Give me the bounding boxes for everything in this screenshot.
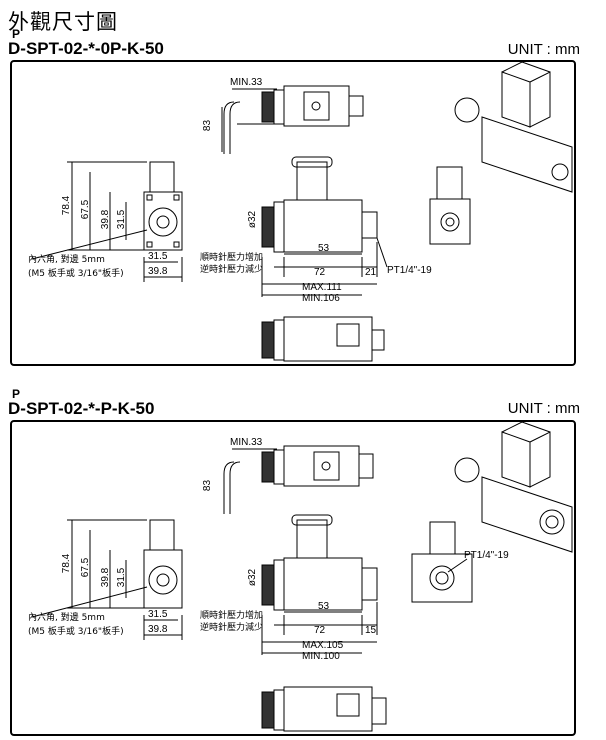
drawing-svg-1 [31,62,573,362]
dim-78-4: 78.4 [61,553,73,574]
end-view [411,521,473,603]
dim-min: MIN.100 [302,651,340,662]
dim-83: 83 [202,119,214,132]
model-prefix: P [12,387,21,401]
dim-min33: MIN.33 [230,77,263,88]
note-wrench: (M5 板手或 3/16"板手) [28,627,124,637]
note-counterclockwise: 逆時針壓力減少 [200,623,264,633]
isometric-view [454,422,573,553]
dim-31-5-h: 31.5 [148,251,168,262]
front-view [31,161,183,282]
dim-21: 21 [365,267,377,278]
dim-31-5-h: 31.5 [148,609,168,620]
dim-dia32: ø32 [247,210,259,229]
dim-dia32: ø32 [247,568,259,587]
dim-67-5: 67.5 [80,199,92,220]
dim-15: 15 [365,625,377,636]
note-wrench: (M5 板手或 3/16"板手) [28,269,124,279]
note-clockwise: 順時針壓力增加 [200,611,264,621]
model-prefix: P [12,27,21,41]
dim-max: MAX.111 [302,282,342,293]
dim-53: 53 [318,243,330,254]
unit-label: UNIT : mm [507,41,580,58]
drawing-panel-2: MIN.33 83 78.4 67.5 39.8 31.5 31.5 39.8 … [10,420,576,736]
unit-label: UNIT : mm [507,400,580,417]
top-view [221,85,364,154]
drawing-panel-1: MIN.33 83 78.4 67.5 39.8 31.5 31.5 39.8 … [10,60,576,366]
dim-thread: PT1/4"-19 [387,265,432,276]
dim-thread: PT1/4"-19 [464,550,509,561]
model-code: D-SPT-02-*-0P-K-50 [8,39,164,58]
side-view [261,514,378,655]
dim-67-5: 67.5 [80,557,92,578]
dim-39-8-h: 39.8 [148,624,168,635]
note-counterclockwise: 逆時針壓力減少 [200,265,264,275]
isometric-view [454,62,573,193]
note-hex-socket: 內六角, 對邊 5mm [28,613,105,623]
dim-39-8-h: 39.8 [148,266,168,277]
dim-max: MAX.105 [302,640,344,651]
dim-31-5-v: 31.5 [116,209,128,230]
note-clockwise: 順時針壓力增加 [200,253,264,263]
dim-min: MIN.106 [302,293,340,304]
bottom-view [261,686,387,732]
dim-39-8: 39.8 [100,567,112,588]
front-view [31,519,183,640]
drawing-svg-2 [31,422,573,732]
dim-39-8: 39.8 [100,209,112,230]
dim-72: 72 [314,625,326,636]
end-view [429,166,471,245]
page-title: 外觀尺寸圖 [8,10,118,34]
side-view [261,156,388,297]
dim-72: 72 [314,267,326,278]
dim-83: 83 [202,479,214,492]
dim-min33: MIN.33 [230,437,263,448]
model-header-1: P D-SPT-02-*-0P-K-50 [8,28,164,58]
note-hex-socket: 內六角, 對邊 5mm [28,255,105,265]
top-view [223,445,374,514]
dim-53: 53 [318,601,330,612]
model-header-2: P D-SPT-02-*-P-K-50 [8,388,155,418]
dim-78-4: 78.4 [61,195,73,216]
dim-31-5-v: 31.5 [116,567,128,588]
bottom-view [261,316,385,362]
model-code: D-SPT-02-*-P-K-50 [8,399,155,418]
